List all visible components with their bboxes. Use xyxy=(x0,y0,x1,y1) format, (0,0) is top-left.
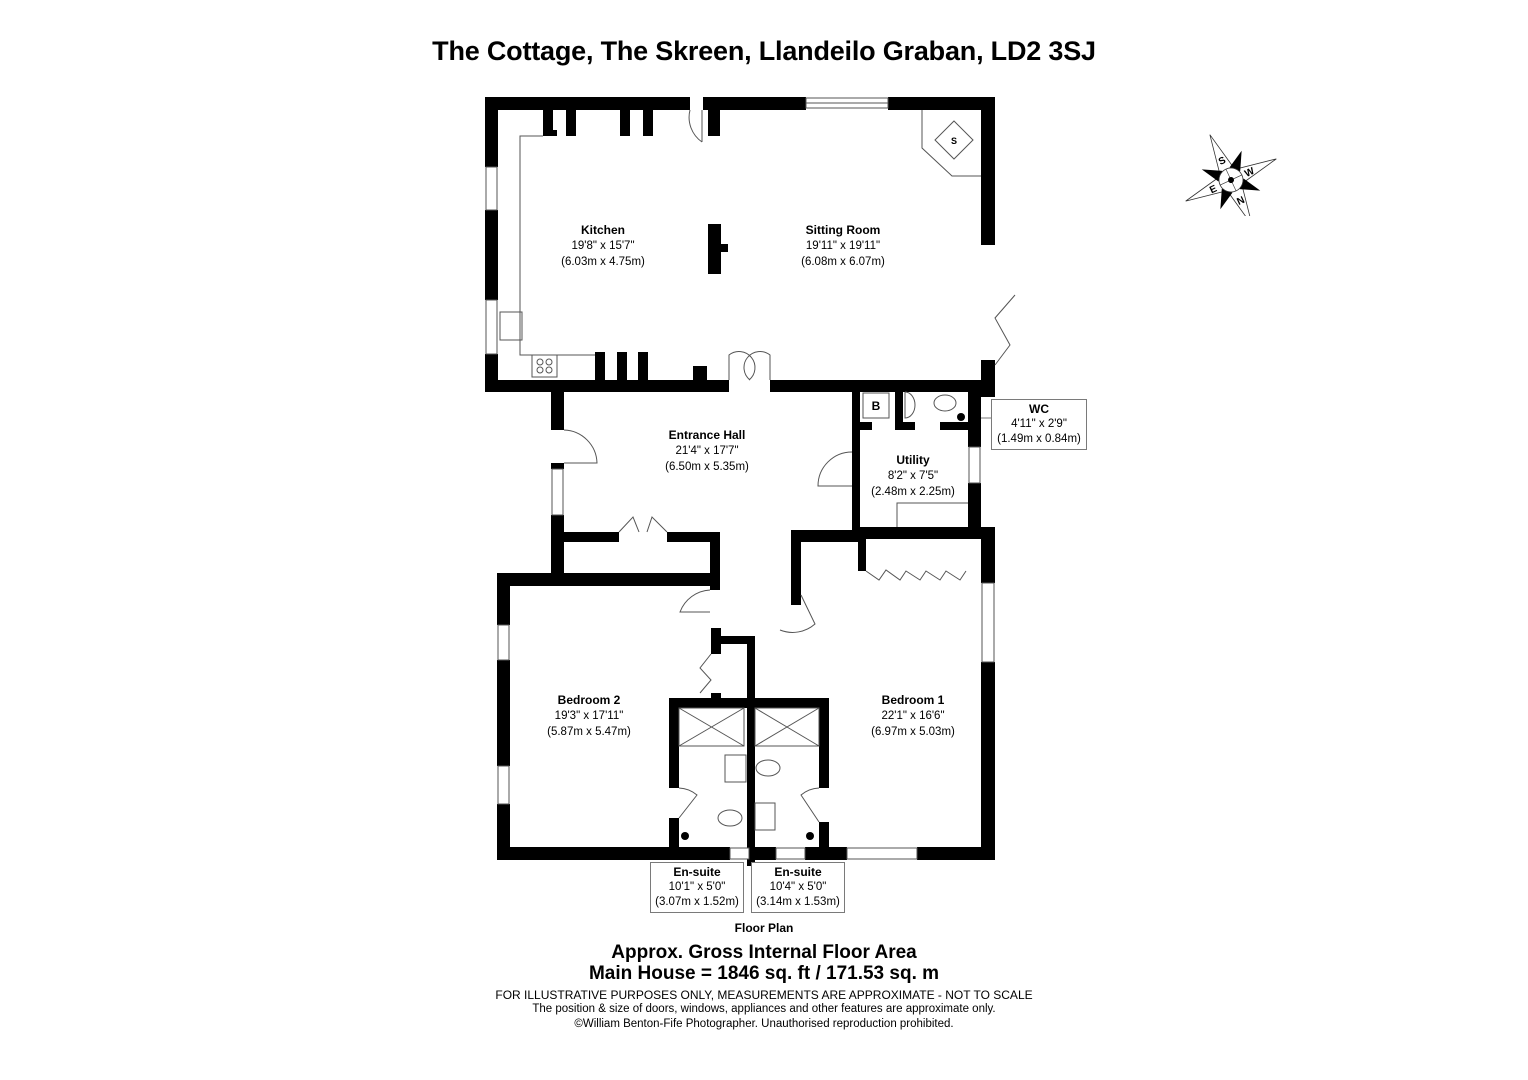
room-name: Entrance Hall xyxy=(668,428,746,442)
walls xyxy=(485,97,995,866)
room-name: Bedroom 2 xyxy=(557,693,621,707)
room-ensuite-2: En-suite 10'4" x 5'0" (3.14m x 1.53m) xyxy=(751,862,845,913)
room-size-imperial: 19'11" x 19'11" xyxy=(805,240,881,252)
room-size-imperial: 4'11" x 2'9" xyxy=(1011,418,1067,430)
floor-plan-label: Floor Plan xyxy=(734,921,794,935)
room-size-imperial: 8'2" x 7'5" xyxy=(887,470,939,482)
area-value: Main House = 1846 sq. ft / 171.53 sq. m xyxy=(588,963,940,984)
room-size-imperial: 22'1" x 16'6" xyxy=(881,710,945,722)
room-name: Kitchen xyxy=(580,223,626,237)
compass-e-label: E xyxy=(1208,183,1219,196)
room-sitting-room: Sitting Room 19'11" x 19'11" (6.08m x 6.… xyxy=(801,222,885,270)
room-name: WC xyxy=(1029,402,1049,416)
room-size-metric: (6.50m x 5.35m) xyxy=(665,461,749,473)
room-entrance-hall: Entrance Hall 21'4" x 17'7" (6.50m x 5.3… xyxy=(665,427,749,475)
room-size-imperial: 19'8" x 15'7" xyxy=(571,240,635,252)
room-bedroom-1: Bedroom 1 22'1" x 16'6" (6.97m x 5.03m) xyxy=(871,692,955,740)
room-name: En-suite xyxy=(673,865,721,879)
compass-rose-icon: S N E W xyxy=(1185,134,1277,216)
room-name: Utility xyxy=(896,453,930,467)
area-heading: Approx. Gross Internal Floor Area xyxy=(611,942,917,963)
room-size-imperial: 19'3" x 17'11" xyxy=(554,710,624,722)
svg-text:B: B xyxy=(872,399,881,413)
room-name: Bedroom 1 xyxy=(881,693,945,707)
compass-s-label: S xyxy=(1217,155,1228,168)
room-size-metric: (6.08m x 6.07m) xyxy=(801,256,885,268)
room-size-metric: (3.14m x 1.53m) xyxy=(756,896,840,908)
room-size-metric: (3.07m x 1.52m) xyxy=(655,896,739,908)
room-size-metric: (2.48m x 2.25m) xyxy=(871,486,955,498)
room-wc: WC 4'11" x 2'9" (1.49m x 0.84m) xyxy=(991,399,1087,450)
compass-n-label: N xyxy=(1235,195,1246,208)
disclaimer-positions: The position & size of doors, windows, a… xyxy=(532,1003,996,1015)
room-bedroom-2: Bedroom 2 19'3" x 17'11" (5.87m x 5.47m) xyxy=(547,692,631,740)
room-utility: Utility 8'2" x 7'5" (2.48m x 2.25m) xyxy=(871,452,955,500)
copyright-notice: ©William Benton-Fife Photographer. Unaut… xyxy=(574,1018,954,1030)
room-name: Sitting Room xyxy=(805,223,881,237)
room-size-metric: (6.03m x 4.75m) xyxy=(561,256,645,268)
room-size-imperial: 21'4" x 17'7" xyxy=(675,445,739,457)
room-size-metric: (5.87m x 5.47m) xyxy=(547,726,631,738)
room-size-metric: (6.97m x 5.03m) xyxy=(871,726,955,738)
room-size-imperial: 10'1" x 5'0" xyxy=(668,881,726,893)
svg-text:S: S xyxy=(951,136,957,146)
room-ensuite-1: En-suite 10'1" x 5'0" (3.07m x 1.52m) xyxy=(650,862,744,913)
room-size-metric: (1.49m x 0.84m) xyxy=(997,433,1081,445)
room-size-imperial: 10'4" x 5'0" xyxy=(769,881,827,893)
disclaimer-scale: FOR ILLUSTRATIVE PURPOSES ONLY, MEASUREM… xyxy=(495,988,1033,1002)
room-name: En-suite xyxy=(774,865,822,879)
fixtures xyxy=(485,97,1016,860)
room-kitchen: Kitchen 19'8" x 15'7" (6.03m x 4.75m) xyxy=(561,222,645,270)
plan-title: The Cottage, The Skreen, Llandeilo Graba… xyxy=(432,36,1096,66)
